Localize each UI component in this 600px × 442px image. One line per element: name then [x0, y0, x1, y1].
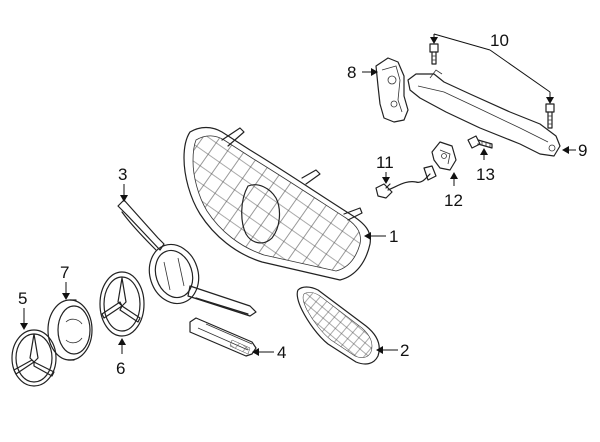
- emblem-star-flat: [11, 329, 57, 387]
- label-8: 8: [347, 63, 356, 82]
- callout-3: [120, 184, 128, 202]
- callout-10: [430, 33, 554, 104]
- trim-strip: [189, 317, 257, 357]
- beam-bolt-bottom: [545, 103, 555, 129]
- label-9: 9: [578, 141, 587, 160]
- label-3: 3: [118, 165, 127, 184]
- callout-9: [562, 146, 576, 154]
- screw: [467, 135, 493, 149]
- grille-frame-bar: [117, 199, 257, 317]
- callout-13: [480, 148, 488, 160]
- callout-1: [364, 232, 386, 240]
- callout-11: [382, 172, 390, 184]
- label-4: 4: [277, 343, 286, 362]
- beam-bolt-top: [429, 43, 439, 65]
- label-6: 6: [116, 359, 125, 378]
- main-grille: [183, 126, 371, 281]
- label-7: 7: [60, 263, 69, 282]
- callout-7: [62, 282, 70, 300]
- callout-12: [450, 172, 458, 186]
- callout-2: [376, 346, 398, 354]
- emblem-star-front: [99, 271, 145, 337]
- callout-4: [252, 348, 274, 356]
- label-10: 10: [490, 31, 509, 50]
- label-5: 5: [18, 289, 27, 308]
- label-12: 12: [444, 191, 463, 210]
- label-2: 2: [400, 341, 409, 360]
- callout-8: [362, 68, 378, 76]
- callout-5: [20, 308, 28, 330]
- label-13: 13: [476, 165, 495, 184]
- support-bracket: [375, 57, 409, 123]
- callout-6: [118, 338, 126, 354]
- label-11: 11: [376, 153, 394, 172]
- emblem-housing: [47, 299, 93, 361]
- lower-grille: [296, 286, 380, 365]
- label-1: 1: [389, 227, 398, 246]
- sensor-harness: [375, 165, 437, 199]
- support-beam: [407, 69, 561, 157]
- small-bracket: [431, 141, 457, 171]
